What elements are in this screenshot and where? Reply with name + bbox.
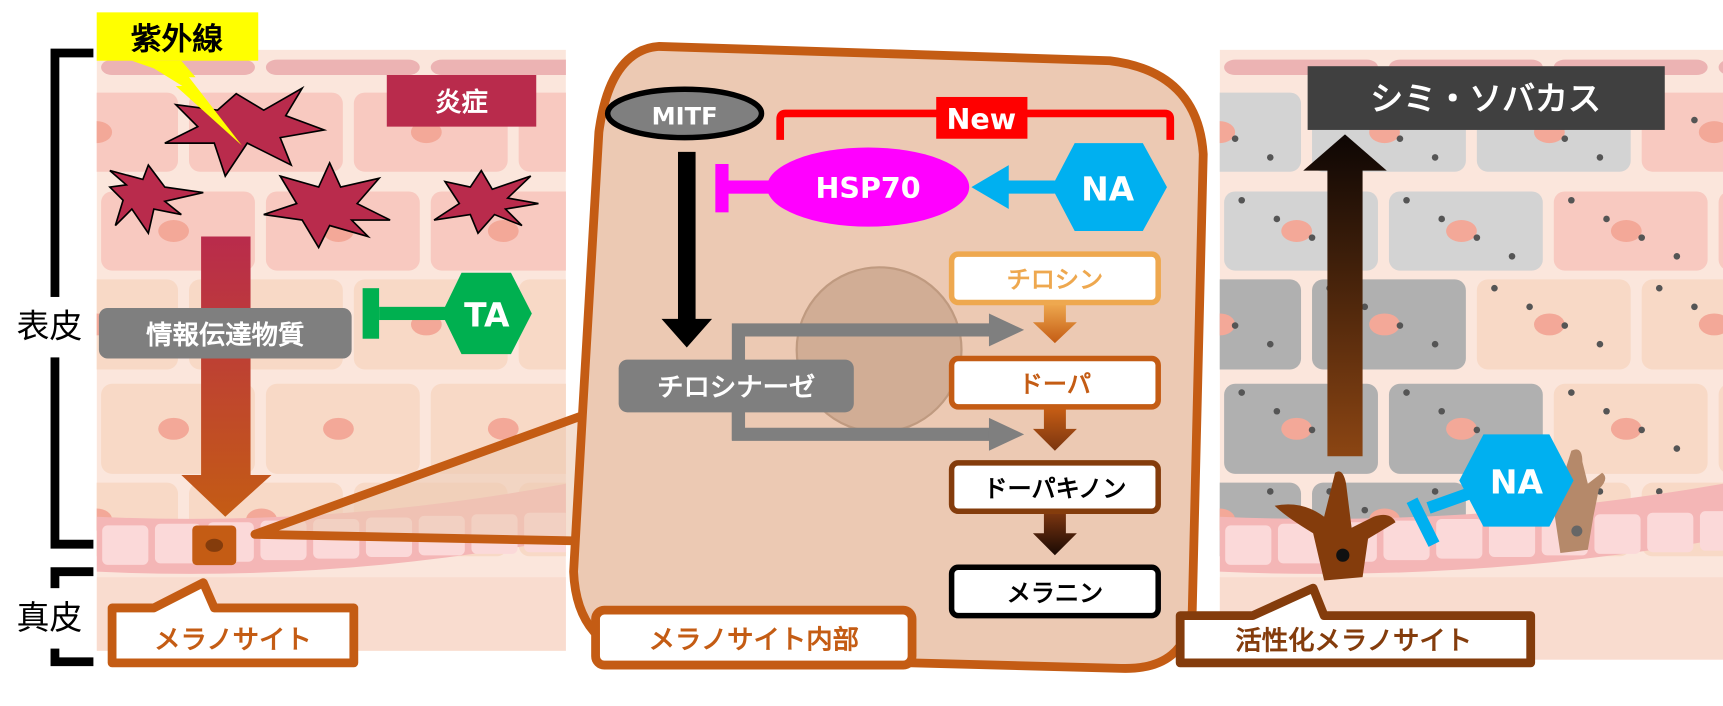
tyrosine-box bbox=[948, 251, 1161, 306]
dermis-label: 真皮 bbox=[16, 598, 82, 637]
dopaquinone-label: ドーパキノン bbox=[983, 475, 1126, 503]
melanin-label: メラニン bbox=[1007, 579, 1104, 607]
star-icon bbox=[433, 169, 539, 235]
signal-arrow bbox=[181, 236, 272, 517]
tyrosinase-box bbox=[618, 359, 854, 413]
dopa-box bbox=[948, 355, 1161, 410]
lightning-icon bbox=[131, 60, 242, 146]
ta-label: TA bbox=[464, 296, 510, 335]
uv-label-box bbox=[96, 12, 259, 61]
inhibit-bar-icon bbox=[362, 288, 380, 339]
na-label: NA bbox=[1081, 169, 1135, 208]
mitf-label: MITF bbox=[652, 102, 718, 130]
melanocyte-interior-panel: MITF New HSP70 NA チロシナーゼ チロシン ドーパ ドーパキノン… bbox=[569, 42, 1208, 673]
tyrosine-label: チロシン bbox=[1007, 266, 1104, 294]
dopaquinone-box bbox=[948, 460, 1161, 514]
inhibit-bar-icon bbox=[715, 163, 729, 213]
na-right-label: NA bbox=[1490, 463, 1544, 502]
hsp70-ellipse bbox=[766, 147, 970, 227]
uv-label: 紫外線 bbox=[131, 22, 224, 58]
interior-label: メラノサイト内部 bbox=[649, 625, 859, 656]
right-skin-panel: シミ・ソバカス NA 活性化メラノサイト bbox=[1175, 49, 1723, 668]
messenger-label: 情報伝達物質 bbox=[146, 320, 304, 351]
mitf-arrow bbox=[661, 151, 713, 348]
tyrosinase-label: チロシナーゼ bbox=[657, 373, 815, 403]
messenger-box bbox=[98, 307, 352, 359]
melanocyte-label: メラノサイト bbox=[154, 626, 312, 656]
activated-callout bbox=[1175, 583, 1536, 668]
spots-label-box bbox=[1307, 66, 1665, 130]
left-skin-panel: 表皮 真皮 紫外線 炎症 情報伝達物質 TA メラノサイト bbox=[16, 12, 566, 668]
na-hexagon bbox=[1051, 143, 1167, 232]
spots-arrow bbox=[1303, 134, 1387, 457]
zoom-lines bbox=[250, 411, 584, 546]
new-badge bbox=[936, 96, 1028, 139]
spots-label: シミ・ソバカス bbox=[1370, 79, 1601, 118]
star-icon bbox=[108, 163, 204, 236]
na-activate-arrow bbox=[971, 165, 1055, 210]
mitf-ellipse bbox=[604, 86, 765, 141]
hsp70-label: HSP70 bbox=[816, 171, 921, 205]
star-icon bbox=[263, 160, 391, 250]
epidermis-label: 表皮 bbox=[16, 307, 82, 346]
na-hexagon-right bbox=[1459, 434, 1574, 527]
pigmented-skin-cells bbox=[1219, 49, 1723, 660]
activated-melanocyte-cell bbox=[1274, 471, 1396, 581]
inflammation-label: 炎症 bbox=[435, 87, 488, 118]
new-label: New bbox=[946, 102, 1016, 136]
inflammation-box bbox=[386, 74, 537, 127]
activated-label: 活性化メラノサイト bbox=[1235, 627, 1472, 657]
melanin-box bbox=[948, 564, 1161, 619]
melanocyte-callout bbox=[107, 578, 359, 668]
dopa-label: ドーパ bbox=[1019, 371, 1091, 399]
ta-hexagon bbox=[441, 272, 532, 355]
interior-callout bbox=[591, 605, 917, 670]
inhibit-bar-icon bbox=[1406, 497, 1440, 547]
